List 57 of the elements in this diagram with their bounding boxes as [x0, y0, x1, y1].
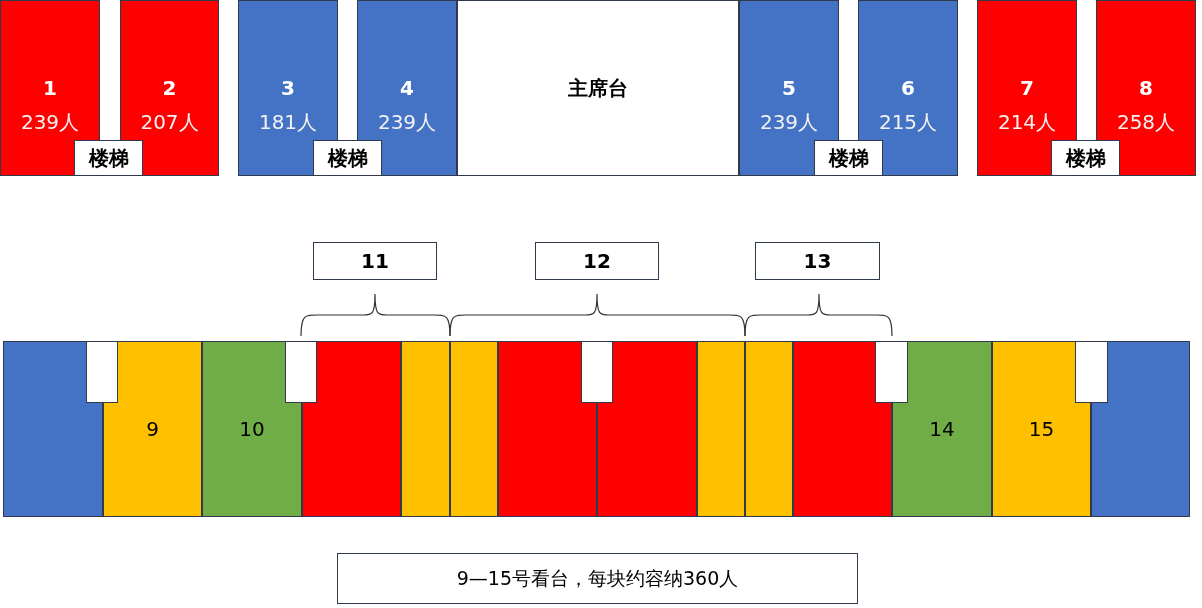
podium-box	[457, 0, 739, 176]
stand-number: 8	[1139, 75, 1153, 102]
stair-label: 楼梯	[88, 144, 129, 172]
stand-number: 5	[782, 75, 796, 102]
stand-number: 15	[1028, 417, 1055, 441]
seating-block	[697, 341, 745, 517]
stair-box	[74, 140, 143, 176]
podium-label: 主席台	[568, 74, 628, 102]
seating-block	[302, 341, 401, 517]
seat-count: 215人	[878, 109, 938, 136]
seating-block	[793, 341, 892, 517]
stand-number-box	[535, 242, 659, 280]
seating-block	[498, 341, 597, 517]
stair-gap	[285, 341, 317, 403]
seating-block	[3, 341, 103, 517]
seating-block	[597, 341, 697, 517]
stair-label: 楼梯	[327, 144, 368, 172]
stand-number: 1	[43, 75, 57, 102]
seating-block	[992, 341, 1091, 517]
stand-number-box	[313, 242, 437, 280]
stand-number: 10	[239, 417, 265, 441]
stair-label: 楼梯	[828, 144, 869, 172]
seating-block	[892, 341, 992, 517]
stair-box	[1051, 140, 1120, 176]
stand-number: 2	[162, 75, 177, 102]
seat-count: 207人	[140, 109, 199, 136]
stair-gap	[875, 341, 908, 403]
note-box	[337, 553, 858, 604]
seating-block	[1091, 341, 1190, 517]
stand-number: 13	[803, 249, 832, 273]
stand-number: 11	[361, 249, 389, 273]
stair-gap	[86, 341, 118, 403]
note-text: 9—15号看台，每块约容纳360人	[456, 565, 739, 591]
stair-box	[814, 140, 883, 176]
stand-number: 6	[901, 75, 915, 102]
stand-number: 4	[400, 75, 414, 102]
seat-count: 181人	[258, 109, 318, 136]
stand-number: 7	[1020, 75, 1034, 102]
stand-number: 12	[583, 249, 611, 273]
seating-block	[745, 341, 793, 517]
stair-gap	[581, 341, 613, 403]
seating-block	[103, 341, 202, 517]
seat-count: 239人	[759, 109, 819, 136]
stair-box	[313, 140, 382, 176]
seat-count: 239人	[377, 109, 437, 136]
stand-number: 9	[146, 417, 159, 441]
stand-number: 3	[281, 75, 295, 102]
seat-count: 214人	[997, 109, 1057, 136]
seating-block	[401, 341, 450, 517]
stair-gap	[1075, 341, 1108, 403]
seating-block	[202, 341, 302, 517]
stand-number: 14	[929, 417, 955, 441]
stair-label: 楼梯	[1065, 144, 1106, 172]
seating-block	[450, 341, 498, 517]
seat-count: 239人	[20, 109, 80, 136]
seat-count: 258人	[1116, 109, 1176, 136]
stand-number-box	[755, 242, 880, 280]
